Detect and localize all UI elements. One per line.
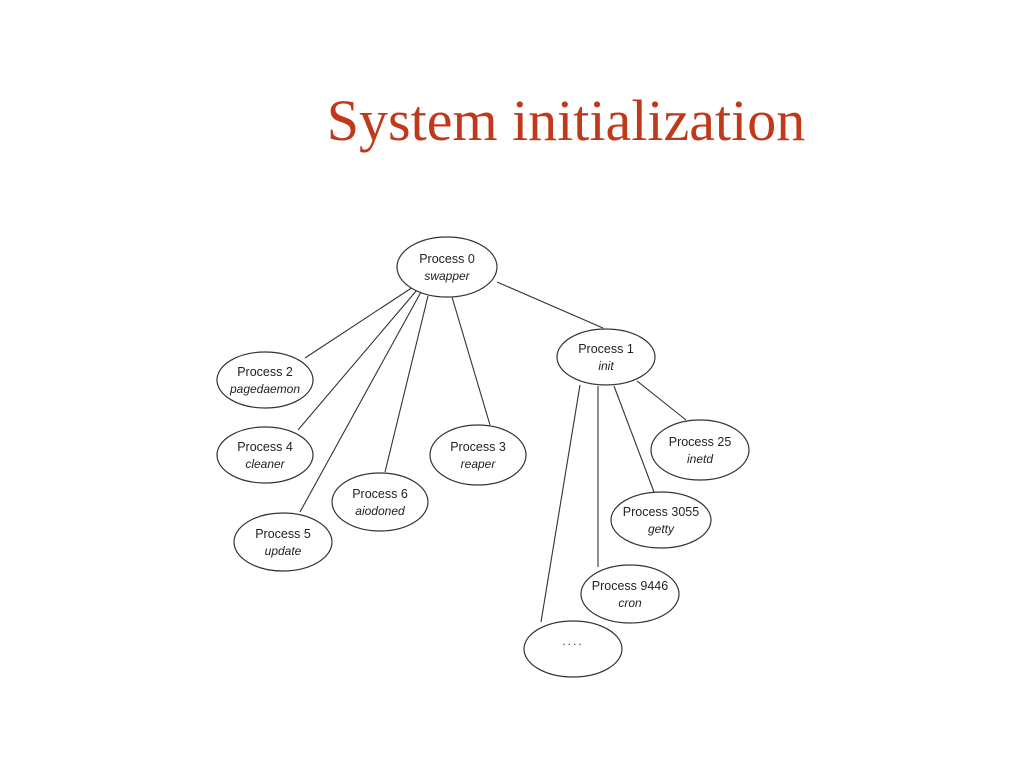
node-title: Process 5 — [255, 527, 311, 541]
node-ellipsis: .... — [562, 634, 583, 648]
node-p3: Process 3 reaper — [429, 424, 527, 486]
node-ellipse — [580, 564, 680, 624]
node-title: Process 4 — [237, 440, 293, 454]
node-ellipse — [650, 419, 750, 481]
node-p0: Process 0 swapper — [396, 236, 498, 298]
node-process-name: inetd — [687, 452, 713, 466]
edge-p1-p3055 — [613, 385, 655, 493]
node-title: Process 2 — [237, 365, 293, 379]
node-title: Process 25 — [669, 435, 732, 449]
node-ellipse — [429, 424, 527, 486]
node-process-name: cron — [618, 596, 642, 610]
node-process-name: reaper — [461, 457, 497, 471]
node-p6: Process 6 aiodoned — [331, 472, 429, 532]
node-p5: Process 5 update — [233, 512, 333, 572]
edges-layer — [297, 281, 687, 623]
node-process-name: swapper — [424, 269, 470, 283]
node-p1: Process 1 init — [556, 328, 656, 386]
edge-p0-p6 — [384, 295, 429, 473]
slide-title: System initialization — [326, 88, 806, 153]
edge-p0-p4 — [297, 289, 418, 431]
node-more: .... — [523, 620, 623, 678]
node-ellipse — [396, 236, 498, 298]
node-ellipse — [216, 351, 314, 409]
node-p9446: Process 9446 cron — [580, 564, 680, 624]
node-ellipse — [556, 328, 656, 386]
node-process-name: aiodoned — [355, 504, 405, 518]
edge-p0-p1 — [496, 281, 604, 329]
node-process-name: update — [265, 544, 302, 558]
node-process-name: pagedaemon — [229, 382, 300, 396]
node-title: Process 3 — [450, 440, 506, 454]
node-ellipse — [610, 491, 712, 549]
node-title: Process 6 — [352, 487, 408, 501]
node-title: Process 0 — [419, 252, 475, 266]
node-title: Process 3055 — [623, 505, 699, 519]
node-process-name: init — [598, 359, 614, 373]
node-ellipse — [523, 620, 623, 678]
edge-p1-p25 — [636, 380, 687, 421]
node-ellipse — [331, 472, 429, 532]
node-p25: Process 25 inetd — [650, 419, 750, 481]
node-process-name: getty — [648, 522, 675, 536]
edge-p1-more — [540, 384, 581, 623]
node-p4: Process 4 cleaner — [216, 426, 314, 484]
node-p2: Process 2 pagedaemon — [216, 351, 314, 409]
node-p3055: Process 3055 getty — [610, 491, 712, 549]
edge-p0-p3 — [451, 296, 491, 426]
node-ellipse — [233, 512, 333, 572]
edge-p0-p5 — [299, 291, 422, 513]
node-title: Process 1 — [578, 342, 634, 356]
edge-p0-p2 — [304, 286, 414, 359]
node-process-name: cleaner — [245, 457, 285, 471]
node-ellipse — [216, 426, 314, 484]
node-title: Process 9446 — [592, 579, 668, 593]
